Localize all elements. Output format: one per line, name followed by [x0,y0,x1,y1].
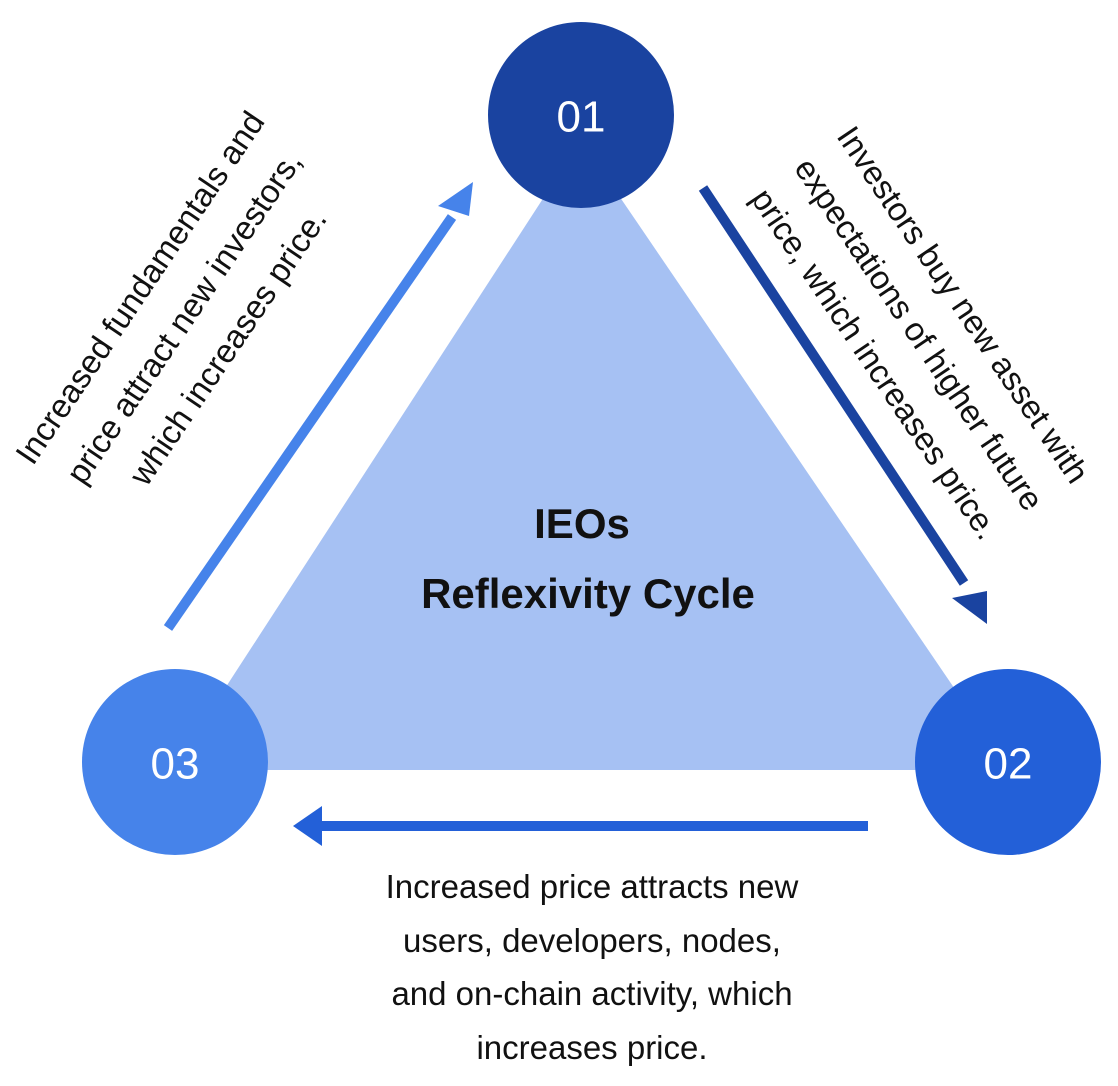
edge-02-03-text: Increased price attracts new users, deve… [386,868,799,1066]
edge-02-03-line-1: Increased price attracts new [386,868,799,905]
edge-02-03-line-4: increases price. [476,1029,707,1066]
arrow-01-to-02-head [952,591,987,624]
node-03: 03 [82,669,268,855]
cycle-triangle [172,140,1010,770]
node-02-circle [915,669,1101,855]
edge-03-01-line-1: Increased fundamentals and [8,105,272,471]
arrow-02-to-03-head [293,806,322,846]
arrow-03-to-01-shaft [163,214,457,631]
node-01: 01 [488,22,674,208]
arrow-03-to-01-head [438,182,473,216]
edge-02-03-line-3: and on-chain activity, which [391,975,792,1012]
title-line-2: Reflexivity Cycle [421,570,755,617]
title-line-1: IEOs [534,500,630,547]
node-01-circle [488,22,674,208]
node-02-label: 02 [984,740,1033,789]
edge-02-03-line-2: users, developers, nodes, [403,922,781,959]
arrow-03-to-01 [163,182,473,631]
diagram-title: IEOs Reflexivity Cycle [421,500,755,617]
arrow-02-to-03 [293,806,868,846]
edge-03-01-text: Increased fundamentals and price attract… [8,105,334,493]
node-02: 02 [915,669,1101,855]
node-03-label: 03 [151,740,200,789]
node-01-label: 01 [557,93,606,142]
node-03-circle [82,669,268,855]
arrow-01-to-02 [698,185,987,624]
arrow-01-to-02-shaft [698,185,969,586]
